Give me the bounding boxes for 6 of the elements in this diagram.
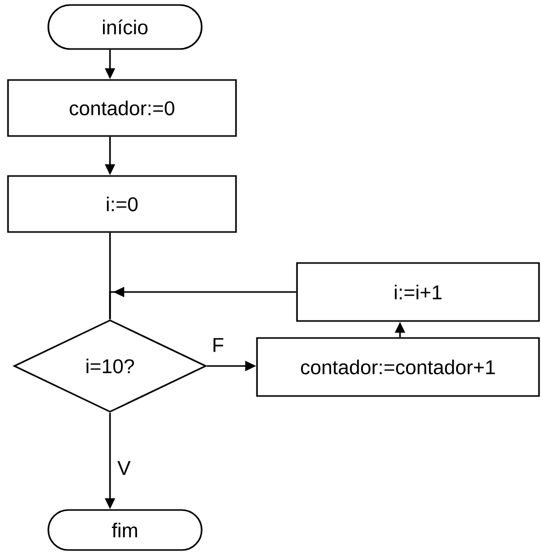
process-box: i:=i+1: [296, 262, 540, 322]
edge-label: F: [210, 337, 226, 353]
process-box: contador:=0: [7, 79, 237, 137]
edge-label: V: [116, 460, 132, 476]
process-box: contador:=contador+1: [256, 337, 540, 397]
process-box: i:=0: [7, 175, 237, 233]
